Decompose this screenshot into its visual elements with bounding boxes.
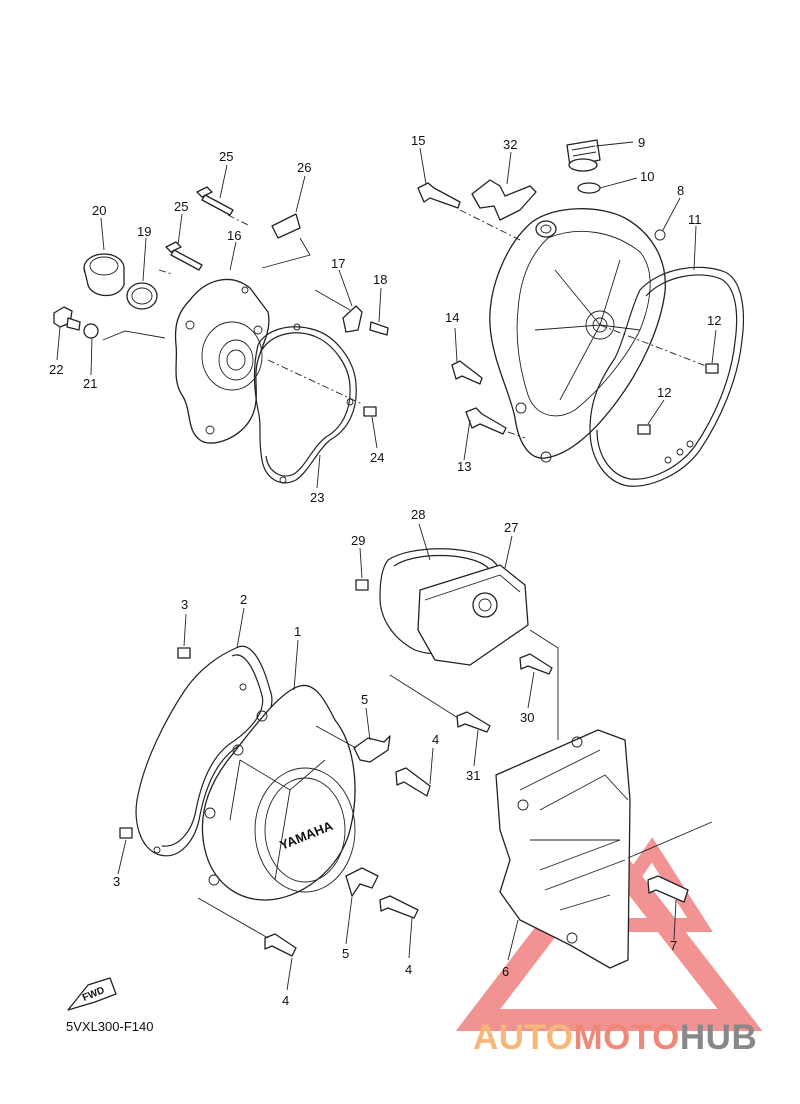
pickup-cover-group xyxy=(355,548,559,740)
sprocket-cover xyxy=(495,729,631,969)
bolt-7 xyxy=(647,875,689,903)
bolt-14 xyxy=(451,360,483,385)
callout-3-top: 3 xyxy=(181,597,188,612)
generator-gasket xyxy=(135,645,273,857)
o-ring xyxy=(126,282,158,310)
bolt-25a xyxy=(196,186,234,216)
callout-27: 27 xyxy=(504,520,518,535)
callout-1: 1 xyxy=(294,624,301,639)
bolt-4b xyxy=(379,895,419,919)
callout-30: 30 xyxy=(520,710,534,725)
watermark-part-hub: HUB xyxy=(679,1018,758,1057)
dowel-29 xyxy=(355,579,369,591)
callout-8: 8 xyxy=(677,183,684,198)
callout-10: 10 xyxy=(640,169,654,184)
callout-3-bottom: 3 xyxy=(113,874,120,889)
bolt-15 xyxy=(417,182,461,209)
dowel-24 xyxy=(363,406,377,417)
callout-24: 24 xyxy=(370,450,384,465)
callout-9: 9 xyxy=(638,135,645,150)
callout-4-right: 4 xyxy=(432,732,439,747)
bolt-13 xyxy=(465,407,507,435)
bracket-5b xyxy=(345,867,379,897)
callout-31: 31 xyxy=(466,768,480,783)
callout-14: 14 xyxy=(445,310,459,325)
bracket-32 xyxy=(471,179,537,221)
callout-7: 7 xyxy=(670,938,677,953)
watermark-part-moto: MOTO xyxy=(573,1018,680,1057)
callout-2: 2 xyxy=(240,592,247,607)
callout-13: 13 xyxy=(457,459,471,474)
callout-28: 28 xyxy=(411,507,425,522)
callout-6: 6 xyxy=(502,964,509,979)
callout-18: 18 xyxy=(373,272,387,287)
callout-16: 16 xyxy=(227,228,241,243)
hose-clamp xyxy=(271,213,301,239)
dowel-3a xyxy=(177,647,191,659)
oil-filler-cap xyxy=(566,139,601,172)
clutch-cover-gasket xyxy=(589,266,745,487)
diagram-code: 5VXL300-F140 xyxy=(66,1019,154,1034)
callout-23: 23 xyxy=(310,490,324,505)
callout-17: 17 xyxy=(331,256,345,271)
callout-numbers: 1 2 3 3 4 4 4 5 5 6 7 8 9 10 11 12 12 13… xyxy=(49,133,721,1008)
bolt-30 xyxy=(519,653,553,675)
callout-5-bottom: 5 xyxy=(342,946,349,961)
watermark-brand: AUTOMOTOHUB xyxy=(473,1020,757,1055)
callout-4-bottom: 4 xyxy=(282,993,289,1008)
callout-25-bottom: 25 xyxy=(174,199,188,214)
bolt-18 xyxy=(369,321,389,336)
cap-o-ring xyxy=(577,182,601,194)
callout-22: 22 xyxy=(49,362,63,377)
dowel-12a xyxy=(705,363,719,374)
callout-4-middle: 4 xyxy=(405,962,412,977)
callout-19: 19 xyxy=(137,224,151,239)
sprocket-cover-group xyxy=(495,729,713,969)
generator-cover xyxy=(201,684,356,901)
callout-29: 29 xyxy=(351,533,365,548)
callout-25-top: 25 xyxy=(219,149,233,164)
callout-15: 15 xyxy=(411,133,425,148)
callout-26: 26 xyxy=(297,160,311,175)
callout-5-top: 5 xyxy=(361,692,368,707)
callout-leaders xyxy=(56,141,717,991)
dowel-3b xyxy=(119,827,133,839)
water-pump-gasket xyxy=(253,326,357,484)
bracket-17 xyxy=(342,305,363,333)
fwd-arrow-icon: FWD xyxy=(67,977,117,1011)
bolt-25b xyxy=(165,241,203,271)
bracket-5a xyxy=(353,735,391,763)
drain-bolt xyxy=(53,306,81,331)
clutch-cover xyxy=(489,208,666,459)
plug xyxy=(83,253,125,297)
callout-20: 20 xyxy=(92,203,106,218)
bolt-31 xyxy=(456,711,491,733)
watermark-part-auto: AUTO xyxy=(473,1018,574,1057)
water-pump-cover xyxy=(174,278,270,444)
clutch-cover-group xyxy=(417,139,745,487)
bolt-4c xyxy=(264,933,297,957)
pickup-cover xyxy=(417,564,529,666)
bolt-4a xyxy=(395,767,431,797)
dowel-12b xyxy=(637,424,651,435)
generator-cover-group: YAMAHA xyxy=(119,645,431,957)
callout-21: 21 xyxy=(83,376,97,391)
washer xyxy=(83,323,99,339)
callout-12-bottom: 12 xyxy=(657,385,671,400)
water-pump-cover-group xyxy=(53,186,389,484)
callout-11: 11 xyxy=(688,212,702,227)
callout-12-top: 12 xyxy=(707,313,721,328)
callout-32: 32 xyxy=(503,137,517,152)
